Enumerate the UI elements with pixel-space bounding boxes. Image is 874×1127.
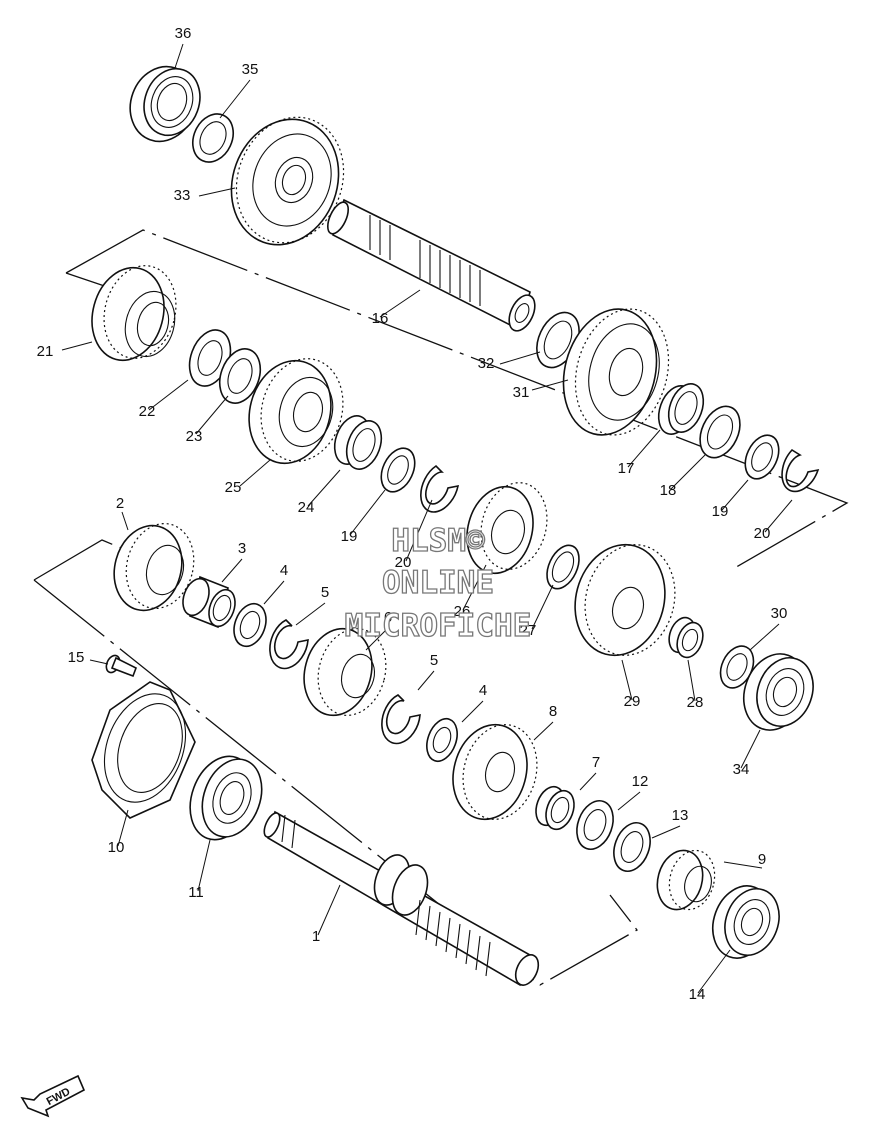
splined-washer-19-left (380, 447, 416, 493)
callout-2: 2 (116, 495, 124, 512)
callout-24: 24 (298, 499, 315, 516)
lower-assembly-frame (33, 539, 638, 986)
lock-washer-13 (613, 821, 651, 873)
shaft-16 (326, 198, 536, 332)
needle-bearing-17 (657, 383, 705, 435)
gear-25 (248, 358, 344, 465)
circlip-5-lower (381, 694, 421, 745)
callout-10: 10 (108, 839, 125, 856)
gear-31 (562, 308, 670, 436)
bearing-14 (712, 885, 780, 959)
watermark-line-3: MICROFICHE (345, 608, 532, 644)
gear-29 (574, 543, 676, 657)
bushing-28 (668, 616, 704, 659)
callout-3: 3 (238, 540, 246, 557)
gear-21 (91, 265, 177, 362)
splined-washer-4-lower (426, 717, 458, 763)
watermark: HLSM© ONLINE MICROFICHE (344, 522, 532, 644)
callout-6: 6 (384, 609, 392, 626)
gear-8 (452, 723, 538, 821)
splined-washer-22 (188, 329, 232, 387)
splined-washer-4-upper (233, 602, 267, 648)
callout-14: 14 (689, 986, 706, 1003)
callout-5: 5 (430, 652, 438, 669)
callout-18: 18 (660, 482, 677, 499)
callout-30: 30 (771, 605, 788, 622)
main-shaft-1 (263, 810, 540, 987)
callout-13: 13 (672, 807, 689, 824)
callout-34: 34 (733, 761, 750, 778)
splined-washer-19-right (744, 434, 780, 480)
washer-27 (546, 544, 580, 590)
callout-29: 29 (624, 693, 641, 710)
callout-19: 19 (341, 528, 358, 545)
bearing-11 (189, 755, 263, 841)
circlip-20-right (781, 448, 820, 493)
gear-26 (466, 482, 548, 575)
callout-23: 23 (186, 428, 203, 445)
needle-bearing-7 (535, 785, 575, 831)
callout-19: 19 (712, 503, 729, 520)
lock-washer-23 (218, 348, 262, 404)
callout-9: 9 (758, 851, 766, 868)
washer-18 (699, 405, 741, 459)
bolt-15 (105, 654, 138, 678)
callout-20: 20 (754, 525, 771, 542)
watermark-line-1: HLSM© (391, 523, 485, 559)
callout-16: 16 (372, 310, 389, 327)
bearing-36 (129, 65, 201, 143)
circlip-20-left (420, 464, 460, 513)
callout-35: 35 (242, 61, 259, 78)
callout-33: 33 (174, 187, 191, 204)
washer-35 (191, 113, 235, 163)
callout-36: 36 (175, 25, 192, 42)
callout-1: 1 (312, 928, 320, 945)
gear-6 (303, 627, 387, 717)
callout-7: 7 (592, 754, 600, 771)
circlip-5-upper (269, 619, 309, 670)
callout-4: 4 (280, 562, 288, 579)
gear-9 (656, 849, 716, 911)
callout-25: 25 (225, 479, 242, 496)
bearing-housing-10 (91, 681, 196, 819)
callout-4: 4 (479, 682, 487, 699)
callout-5: 5 (321, 584, 329, 601)
callout-12: 12 (632, 773, 649, 790)
callout-26: 26 (454, 603, 471, 620)
callout-8: 8 (549, 703, 557, 720)
watermark-line-2: ONLINE (382, 565, 494, 601)
splined-washer-12 (576, 799, 614, 851)
bushing-3 (182, 575, 236, 629)
leader-lines (61, 43, 793, 994)
gear-33 (230, 116, 345, 246)
callout-28: 28 (687, 694, 704, 711)
gear-2 (113, 522, 195, 612)
callout-11: 11 (188, 884, 204, 901)
callout-21: 21 (37, 343, 54, 360)
bearing-34 (743, 653, 814, 731)
callout-32: 32 (478, 355, 495, 372)
callout-15: 15 (68, 649, 85, 666)
needle-bearing-24 (333, 415, 383, 470)
callout-20: 20 (395, 554, 412, 571)
callout-17: 17 (618, 460, 635, 477)
callout-22: 22 (139, 403, 156, 420)
callout-27: 27 (520, 622, 537, 639)
callout-31: 31 (513, 384, 530, 401)
fwd-arrow-icon: FWD (20, 1074, 86, 1118)
